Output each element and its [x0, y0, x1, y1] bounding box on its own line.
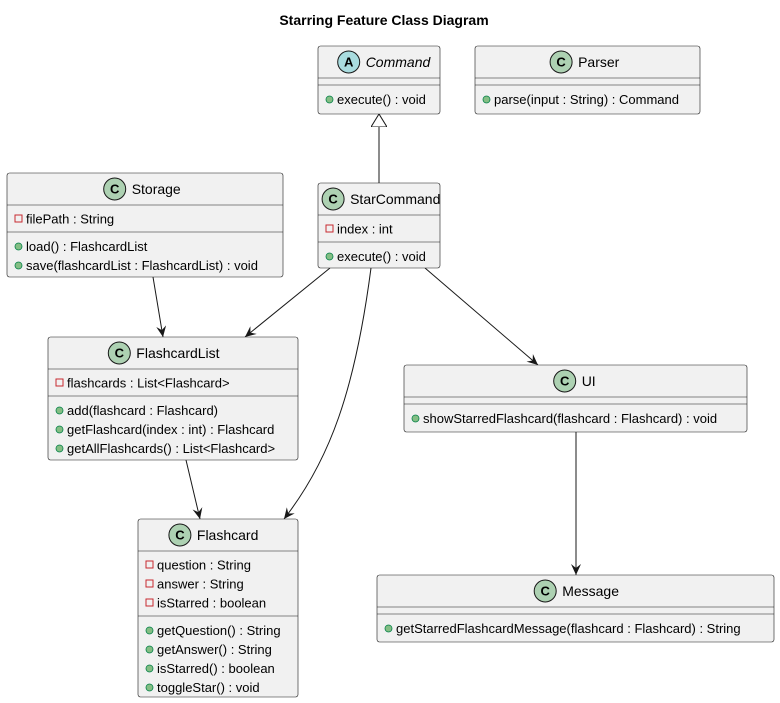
method-3: toggleStar() : void: [157, 680, 260, 695]
class-box: [403, 364, 748, 433]
class-box: [474, 45, 701, 115]
method-1: getAnswer() : String: [157, 642, 272, 657]
class-icon: [321, 187, 345, 211]
class-name: StarCommand: [350, 191, 440, 207]
method-1: getFlashcard(index : int) : Flashcard: [67, 422, 274, 437]
public-visibility-icon: [14, 242, 23, 251]
public-visibility-icon: [55, 425, 64, 434]
relation-storage-to-flashcardlist: [152, 276, 167, 338]
class-box: [6, 172, 284, 278]
class-name: Storage: [132, 181, 181, 197]
class-message[interactable]: C Message getStarredFlashcardMessage(flash…: [376, 574, 775, 643]
class-icon: [168, 523, 192, 547]
class-icon: [533, 579, 557, 603]
relation-starcommand-to-flashcardlist: [244, 267, 331, 338]
class-parser[interactable]: C Parser parse(input : String) : Command: [474, 45, 701, 115]
class-name: UI: [582, 373, 596, 389]
method-1: save(flashcardList : FlashcardList) : vo…: [26, 258, 258, 273]
stereotype-letter: A: [344, 55, 354, 70]
method-0: getStarredFlashcardMessage(flashcard : F…: [396, 621, 741, 636]
field-2: isStarred : boolean: [157, 596, 266, 611]
method-0: add(flashcard : Flashcard): [67, 403, 218, 418]
field-0: index : int: [337, 222, 393, 237]
field-1: answer : String: [157, 577, 244, 592]
public-visibility-icon: [482, 95, 491, 104]
private-visibility-icon: [325, 224, 334, 233]
stereotype-letter: C: [175, 528, 185, 543]
private-visibility-icon: [145, 598, 154, 607]
stereotype-letter: C: [560, 374, 570, 389]
private-visibility-icon: [145, 579, 154, 588]
stereotype-letter: C: [328, 192, 338, 207]
class-command[interactable]: A Command execute() : void: [317, 45, 441, 115]
method-2: isStarred() : boolean: [157, 661, 275, 676]
class-icon: [103, 177, 127, 201]
class-storage[interactable]: C Storage filePath : String load() : Flashc…: [6, 172, 284, 278]
class-starcommand[interactable]: C StarCommand index : int execute() : void: [317, 182, 441, 269]
public-visibility-icon: [55, 406, 64, 415]
public-visibility-icon: [145, 626, 154, 635]
class-box: [137, 518, 299, 698]
method-0: parse(input : String) : Command: [494, 92, 679, 107]
public-visibility-icon: [384, 624, 393, 633]
stereotype-letter: C: [556, 55, 566, 70]
relation-flashcardlist-to-flashcard: [185, 459, 203, 520]
class-name: Flashcard: [197, 527, 258, 543]
class-icon: [549, 50, 573, 74]
field-0: filePath : String: [26, 212, 114, 227]
method-0: getQuestion() : String: [157, 623, 281, 638]
class-box: [47, 336, 299, 461]
method-0: execute() : void: [337, 249, 426, 264]
method-2: getAllFlashcards() : List<Flashcard>: [67, 441, 275, 456]
public-visibility-icon: [325, 95, 334, 104]
stereotype-letter: C: [541, 584, 551, 599]
public-visibility-icon: [145, 645, 154, 654]
public-visibility-icon: [145, 683, 154, 692]
private-visibility-icon: [14, 214, 23, 223]
method-0: showStarredFlashcard(flashcard : Flashca…: [423, 411, 717, 426]
class-box: [317, 182, 441, 269]
stereotype-letter: C: [115, 346, 125, 361]
public-visibility-icon: [55, 444, 64, 453]
public-visibility-icon: [411, 414, 420, 423]
abstract-class-icon: [337, 50, 361, 74]
method-0: execute() : void: [337, 92, 426, 107]
private-visibility-icon: [145, 560, 154, 569]
relation-starcommand-to-flashcard: [283, 267, 372, 520]
method-0: load() : FlashcardList: [26, 239, 148, 254]
class-icon: [107, 341, 131, 365]
class-name: Command: [366, 54, 432, 70]
field-0: flashcards : List<Flashcard>: [67, 376, 230, 391]
private-visibility-icon: [55, 378, 64, 387]
stereotype-letter: C: [110, 182, 120, 197]
class-name: FlashcardList: [136, 345, 219, 361]
class-box: [376, 574, 775, 643]
public-visibility-icon: [145, 664, 154, 673]
class-flashcardlist[interactable]: C FlashcardList flashcards : List<Flashcar…: [47, 336, 299, 461]
class-name: Parser: [578, 54, 620, 70]
public-visibility-icon: [14, 261, 23, 270]
relations-layer: [152, 114, 581, 575]
field-0: question : String: [157, 558, 251, 573]
relation-starcommand-to-ui: [424, 267, 539, 366]
public-visibility-icon: [325, 252, 334, 261]
class-name: Message: [562, 583, 619, 599]
class-ui[interactable]: C UI showStarredFlashcard(flashcard : Flas…: [403, 364, 748, 433]
class-flashcard[interactable]: C Flashcard question : String answer : Stri…: [137, 518, 299, 698]
class-icon: [553, 369, 577, 393]
diagram-title: Starring Feature Class Diagram: [279, 12, 488, 28]
